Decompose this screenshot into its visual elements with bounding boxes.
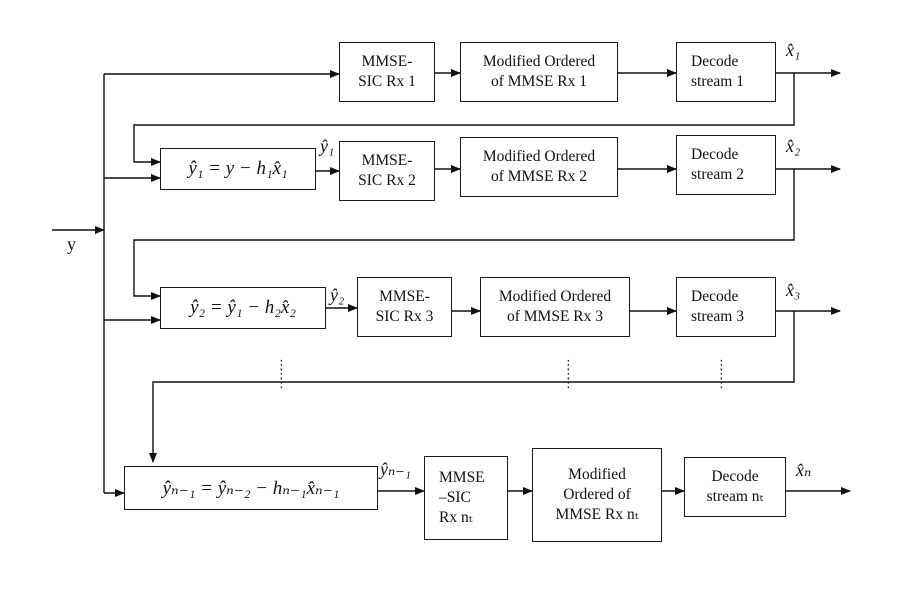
box-line: MMSE- bbox=[361, 52, 413, 70]
input-label: y bbox=[67, 234, 76, 254]
ellipsis-glyph: ⋮ bbox=[562, 367, 575, 382]
feedback1 bbox=[133, 73, 795, 166]
box-line: Decode bbox=[691, 145, 739, 163]
box-line: of MMSE Rx 1 bbox=[490, 73, 588, 90]
box-line: of MMSE Rx 3 bbox=[506, 308, 604, 325]
box-line: stream 2 bbox=[691, 166, 744, 183]
equation-box-y1: ŷ₁ = y − h₁x̂₁ bbox=[160, 148, 316, 190]
decode-stream-nt-box: Decode stream nₜ bbox=[684, 457, 786, 517]
ellipsis-glyph: ⋮ bbox=[715, 358, 728, 373]
mmse-sic-rx2-box: MMSE- SIC Rx 2 bbox=[339, 141, 435, 201]
ellipsis-marker: ⋮ ⋮ ⋮ bbox=[562, 358, 575, 391]
box-line: SIC Rx 2 bbox=[358, 172, 416, 189]
box-line: stream nₜ bbox=[706, 488, 764, 505]
ellipsis-marker: ⋮ ⋮ ⋮ bbox=[715, 358, 728, 391]
equation-box-y2: ŷ₂ = ŷ₁ − h₂x̂₂ bbox=[160, 287, 326, 329]
mmse-sic-rx3-box: MMSE- SIC Rx 3 bbox=[357, 277, 452, 337]
decode-stream1-box: Decode stream 1 bbox=[676, 42, 776, 102]
box-line: Decode bbox=[691, 287, 739, 305]
box-line: Modified Ordered bbox=[498, 287, 612, 305]
mmse-sic-rx1-box: MMSE- SIC Rx 1 bbox=[339, 42, 435, 102]
box-line: SIC Rx 3 bbox=[375, 308, 434, 325]
box-line: MMSE Rx nₜ bbox=[555, 506, 639, 524]
box-line: MMSE- bbox=[361, 151, 413, 169]
box-line: –SIC bbox=[439, 488, 471, 506]
box-line: Modified Ordered bbox=[482, 52, 596, 70]
modified-ordered-mmse-rx3-box: Modified Ordered of MMSE Rx 3 bbox=[480, 277, 630, 337]
box-line: MMSE bbox=[439, 468, 485, 486]
box-line: of MMSE Rx 2 bbox=[490, 168, 588, 185]
ellipsis-glyph: ⋮ bbox=[275, 358, 288, 373]
box-line: stream 1 bbox=[691, 73, 744, 90]
feedback3 bbox=[149, 311, 795, 463]
box-line: MMSE- bbox=[379, 287, 430, 305]
box-line: Modified Ordered bbox=[482, 147, 596, 165]
box-line: Decode bbox=[691, 52, 739, 70]
feedback2 bbox=[133, 169, 795, 300]
ellipsis-glyph: ⋮ bbox=[562, 376, 575, 391]
modified-ordered-mmse-rx2-box: Modified Ordered of MMSE Rx 2 bbox=[460, 137, 618, 197]
ellipsis-glyph: ⋮ bbox=[715, 376, 728, 391]
ellipsis-marker: ⋮ ⋮ ⋮ bbox=[275, 358, 288, 391]
mmse-sic-rx-nt-box: MMSE –SIC Rx nₜ bbox=[424, 456, 508, 540]
output-label-x1: x̂₁ bbox=[786, 40, 801, 60]
ellipsis-glyph: ⋮ bbox=[275, 376, 288, 391]
box-line: SIC Rx 1 bbox=[358, 73, 416, 90]
decode-stream2-box: Decode stream 2 bbox=[676, 135, 776, 195]
box-line: Ordered of bbox=[563, 485, 631, 503]
ellipsis-glyph: ⋮ bbox=[562, 358, 575, 373]
output-label-xn: x̂ₙ bbox=[796, 460, 812, 480]
output-label-x3: x̂₃ bbox=[786, 280, 801, 300]
output-label-x2: x̂₂ bbox=[786, 136, 801, 156]
intermediate-label-yn-1: ŷₙ₋₁ bbox=[380, 459, 412, 479]
box-line: Rx nₜ bbox=[439, 509, 473, 527]
box-line: Modified bbox=[568, 465, 626, 483]
decode-stream3-box: Decode stream 3 bbox=[676, 277, 776, 337]
intermediate-label-y2: ŷ₂ bbox=[330, 285, 345, 305]
modified-ordered-mmse-rx-nt-box: Modified Ordered of MMSE Rx nₜ bbox=[532, 448, 662, 542]
intermediate-label-y1: ŷ₁ bbox=[320, 136, 335, 156]
ellipsis-glyph: ⋮ bbox=[715, 367, 728, 382]
modified-ordered-mmse-rx1-box: Modified Ordered of MMSE Rx 1 bbox=[460, 42, 618, 102]
ellipsis-glyph: ⋮ bbox=[275, 367, 288, 382]
box-line: Decode bbox=[711, 467, 759, 485]
equation-box-yn-1: ŷₙ₋₁ = ŷₙ₋₂ − hₙ₋₁x̂ₙ₋₁ bbox=[124, 466, 378, 510]
box-line: stream 3 bbox=[691, 308, 744, 325]
